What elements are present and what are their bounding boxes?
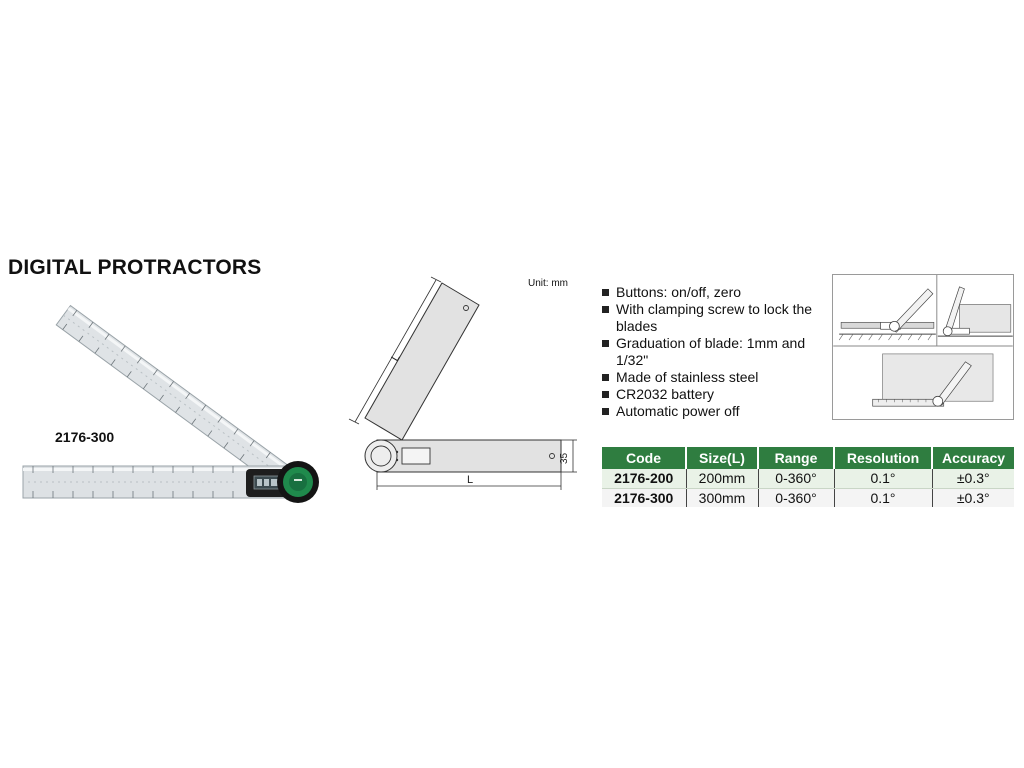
cell-range: 0-360°	[758, 469, 835, 489]
photo-model-label: 2176-300	[55, 429, 115, 445]
page-title: DIGITAL PROTRACTORS	[8, 256, 262, 279]
cell-resolution: 0.1°	[834, 488, 933, 507]
feature-item: CR2032 battery	[601, 386, 826, 403]
cell-code: 2176-200	[602, 469, 687, 489]
spec-table: Code Size(L) Range Resolution Accuracy 2…	[602, 447, 1014, 507]
cell-size: 200mm	[686, 469, 759, 489]
table-row: 2176-300 300mm 0-360° 0.1° ±0.3°	[602, 488, 1014, 507]
feature-item: Made of stainless steel	[601, 369, 826, 386]
feature-list: Buttons: on/off, zero With clamping scre…	[601, 284, 826, 420]
usage-illustration	[832, 274, 1014, 420]
column-header-range: Range	[758, 447, 835, 469]
table-row: 2176-200 200mm 0-360° 0.1° ±0.3°	[602, 469, 1014, 489]
diagonal-length-label: L	[389, 352, 402, 363]
column-header-resolution: Resolution	[834, 447, 933, 469]
horizontal-length-label: L	[467, 474, 473, 486]
feature-item: With clamping screw to lock the blades	[601, 301, 826, 335]
unit-label: Unit: mm	[528, 278, 568, 289]
square-bullet-icon	[602, 289, 609, 296]
cell-code: 2176-300	[602, 488, 687, 507]
dimension-drawing: L 35 L	[348, 276, 577, 490]
square-bullet-icon	[602, 391, 609, 398]
cell-accuracy: ±0.3°	[932, 488, 1014, 507]
column-header-size: Size(L)	[686, 447, 759, 469]
square-bullet-icon	[602, 306, 609, 313]
height-dimension-label: 35	[559, 452, 570, 464]
feature-item: Buttons: on/off, zero	[601, 284, 826, 301]
column-header-code: Code	[602, 447, 687, 469]
cell-accuracy: ±0.3°	[932, 469, 1014, 489]
square-bullet-icon	[602, 340, 609, 347]
feature-item: Automatic power off	[601, 403, 826, 420]
cell-size: 300mm	[686, 488, 759, 507]
square-bullet-icon	[602, 374, 609, 381]
cell-range: 0-360°	[758, 488, 835, 507]
column-header-accuracy: Accuracy	[932, 447, 1014, 469]
product-photo	[22, 304, 319, 503]
cell-resolution: 0.1°	[834, 469, 933, 489]
table-header-row: Code Size(L) Range Resolution Accuracy	[602, 447, 1014, 469]
square-bullet-icon	[602, 408, 609, 415]
feature-item: Graduation of blade: 1mm and 1/32"	[601, 335, 826, 369]
